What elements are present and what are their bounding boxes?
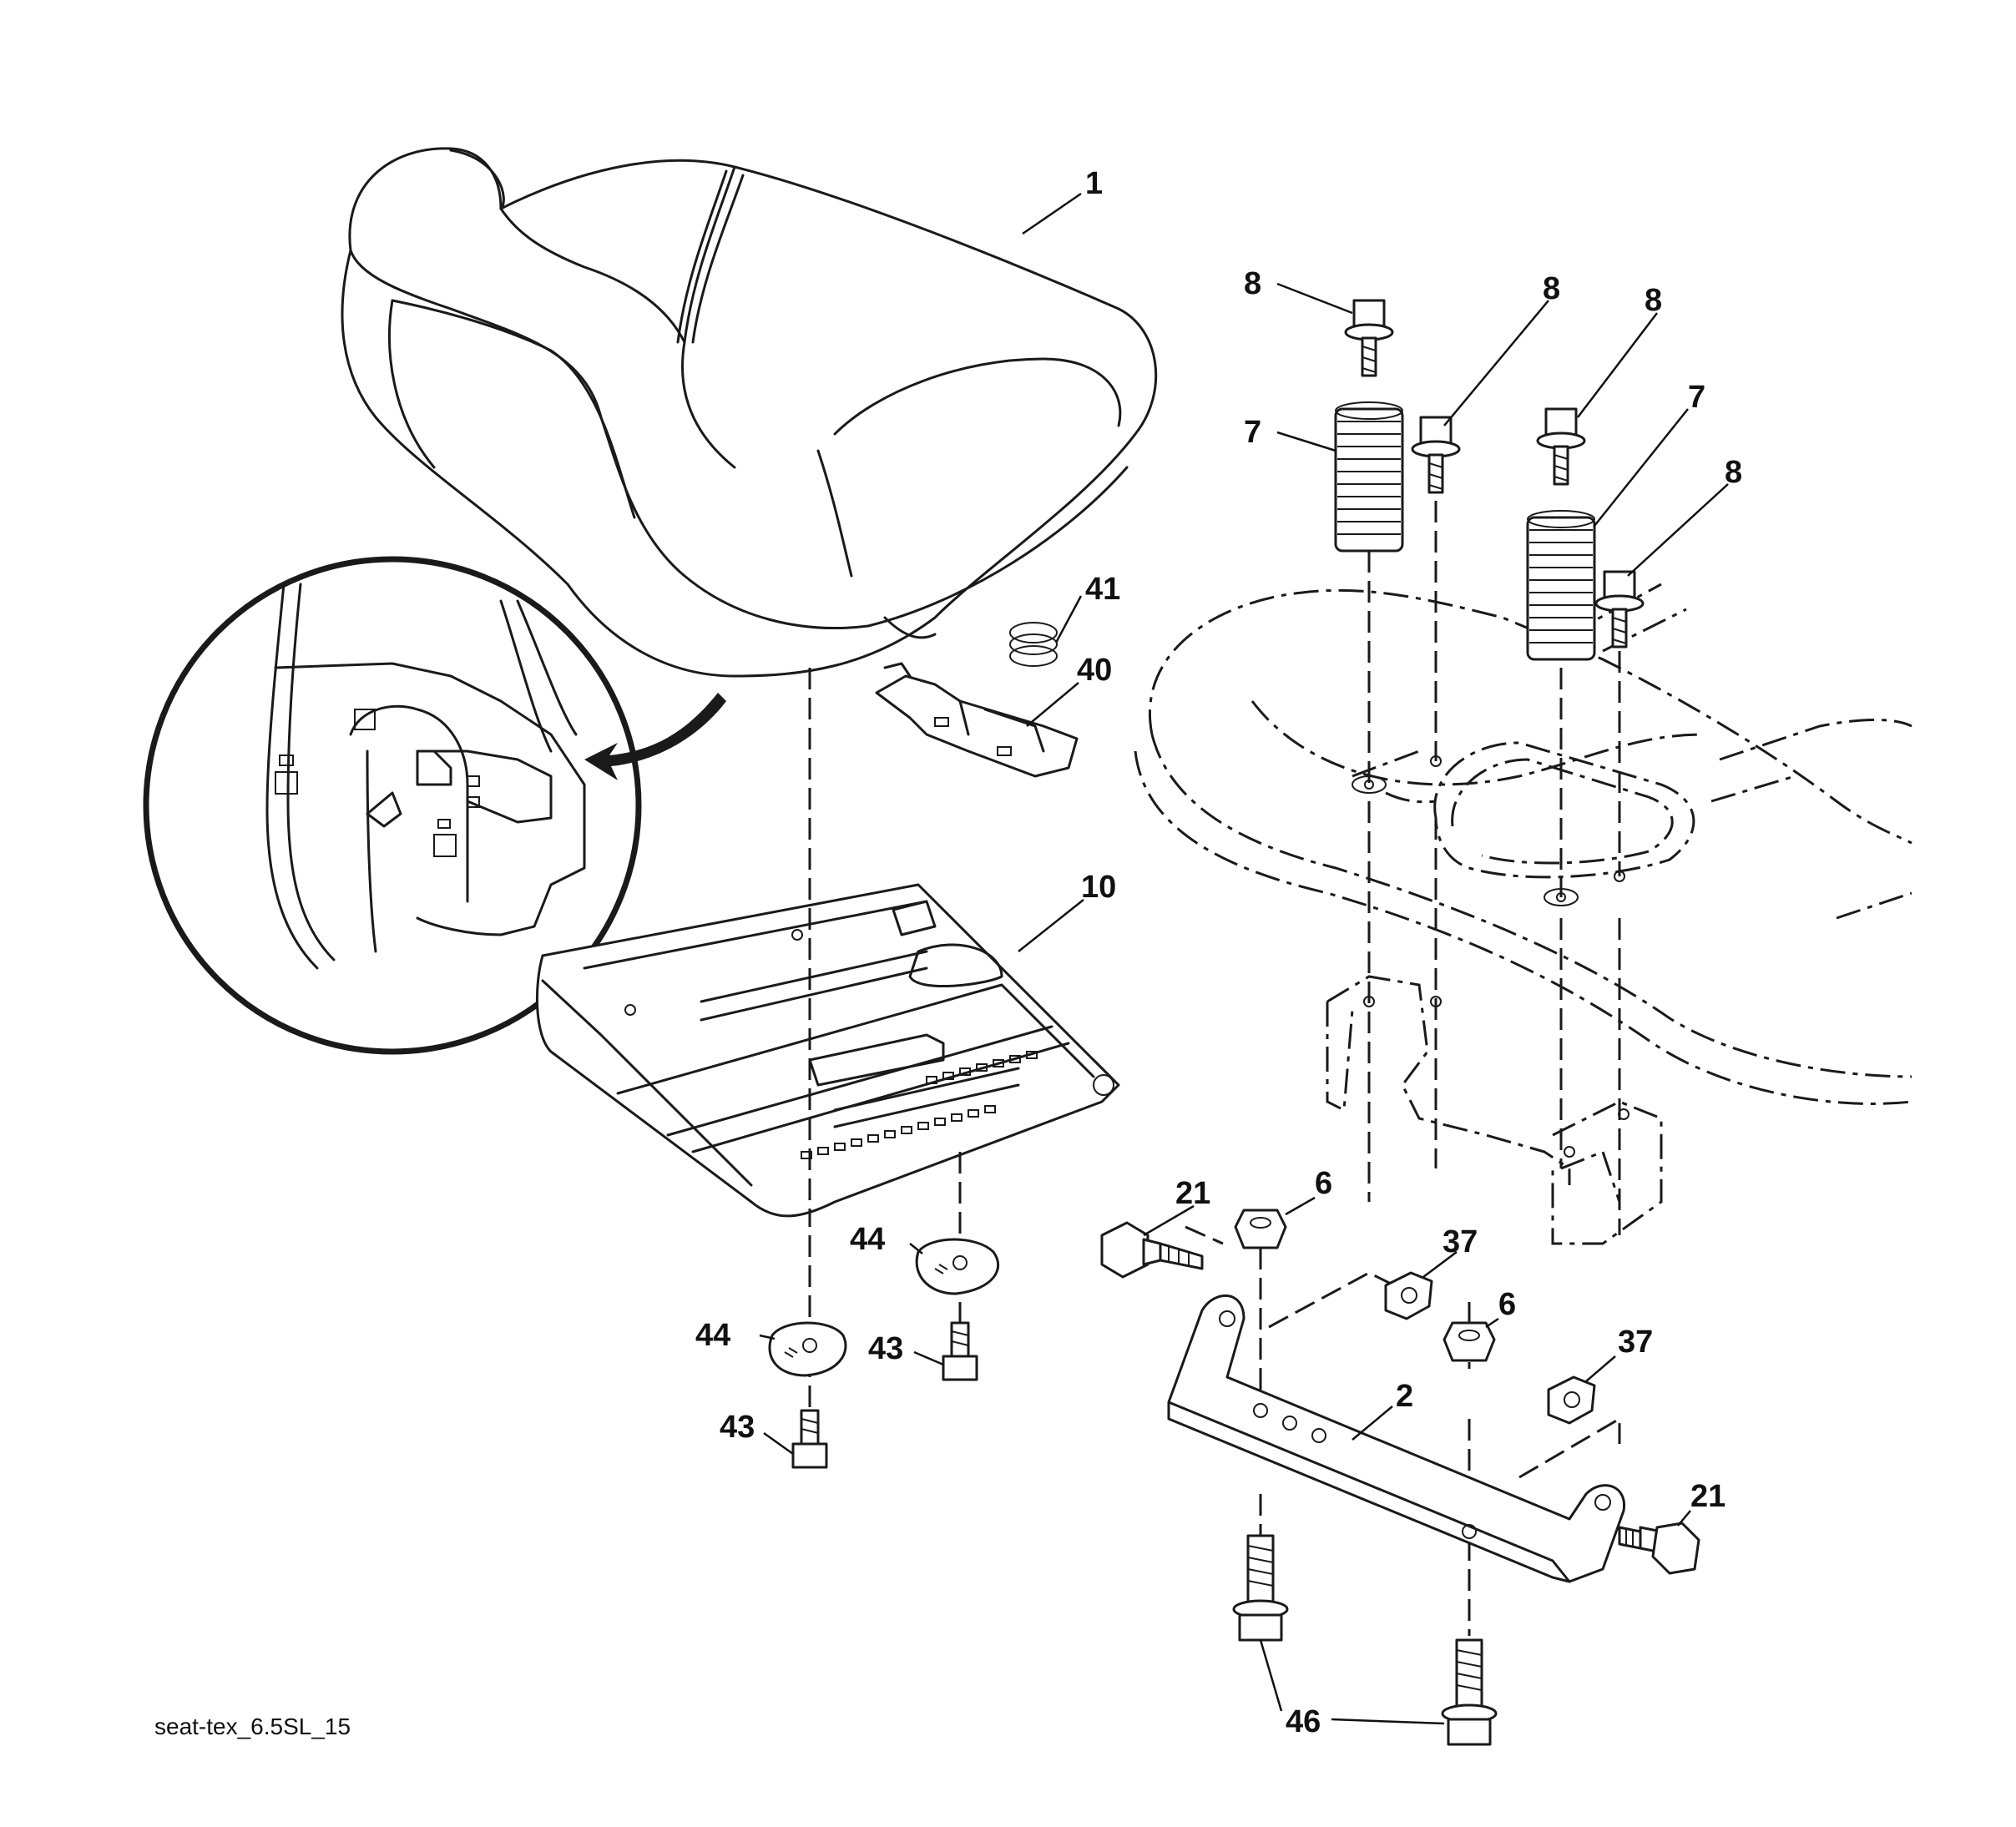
bolt-8-b	[1411, 416, 1461, 494]
callout-6: 6	[1498, 1287, 1516, 1322]
callout-8: 8	[1244, 266, 1261, 301]
spring-7-left	[1334, 401, 1404, 553]
callout-44: 44	[695, 1318, 730, 1353]
seat	[341, 147, 1158, 678]
washer-44-a	[768, 1321, 847, 1377]
bolt-46-left	[1232, 1534, 1289, 1642]
callout-7: 7	[1244, 415, 1261, 450]
bolt-8-a	[1344, 299, 1394, 377]
callout-7: 7	[1688, 380, 1705, 415]
seat-pan-10	[535, 883, 1120, 1218]
nut-6-b	[1443, 1321, 1496, 1362]
callout-8: 8	[1725, 455, 1742, 490]
callout-2: 2	[1396, 1379, 1413, 1414]
bolt-21-right	[1618, 1522, 1700, 1575]
callout-10: 10	[1081, 870, 1116, 905]
spring-7-right	[1526, 510, 1596, 661]
callout-21: 21	[1175, 1176, 1210, 1211]
callout-46: 46	[1286, 1704, 1321, 1739]
bolt-46-right	[1441, 1638, 1498, 1746]
callout-37: 37	[1618, 1325, 1653, 1360]
frame-outline	[1134, 583, 1912, 1245]
callout-43: 43	[720, 1410, 755, 1445]
arrow-icon	[584, 693, 726, 780]
callout-leaders	[759, 192, 1729, 1725]
washer-44-b	[915, 1238, 999, 1295]
nut-6-a	[1234, 1209, 1287, 1249]
callout-labels: 1 8 8 8 7 7 8 41 40 10 21 6 37 44 44 43 …	[695, 166, 1742, 1739]
nut-37-a	[1384, 1271, 1433, 1320]
detail-inset	[143, 556, 726, 1055]
bracket-2	[1167, 1295, 1625, 1583]
callout-44: 44	[850, 1222, 885, 1257]
nut-37-b	[1547, 1375, 1596, 1425]
callout-1: 1	[1085, 166, 1103, 201]
callout-40: 40	[1077, 653, 1112, 688]
bolt-8-d	[1594, 570, 1645, 649]
adjustment-slots	[801, 1051, 1038, 1159]
screw-43-a	[791, 1409, 828, 1469]
callout-8: 8	[1645, 283, 1662, 318]
spring-41	[1009, 622, 1058, 667]
callout-41: 41	[1085, 572, 1120, 607]
bolt-8-c	[1536, 407, 1586, 486]
callout-8: 8	[1543, 271, 1560, 306]
callout-21: 21	[1690, 1479, 1725, 1514]
screw-43-b	[942, 1321, 978, 1381]
drawing-code: seat-tex_6.5SL_15	[154, 1713, 351, 1739]
callout-37: 37	[1443, 1224, 1478, 1259]
callout-6: 6	[1315, 1166, 1332, 1201]
clip-40	[875, 662, 1079, 778]
callout-43: 43	[868, 1331, 903, 1366]
bolt-21-left	[1100, 1221, 1204, 1279]
